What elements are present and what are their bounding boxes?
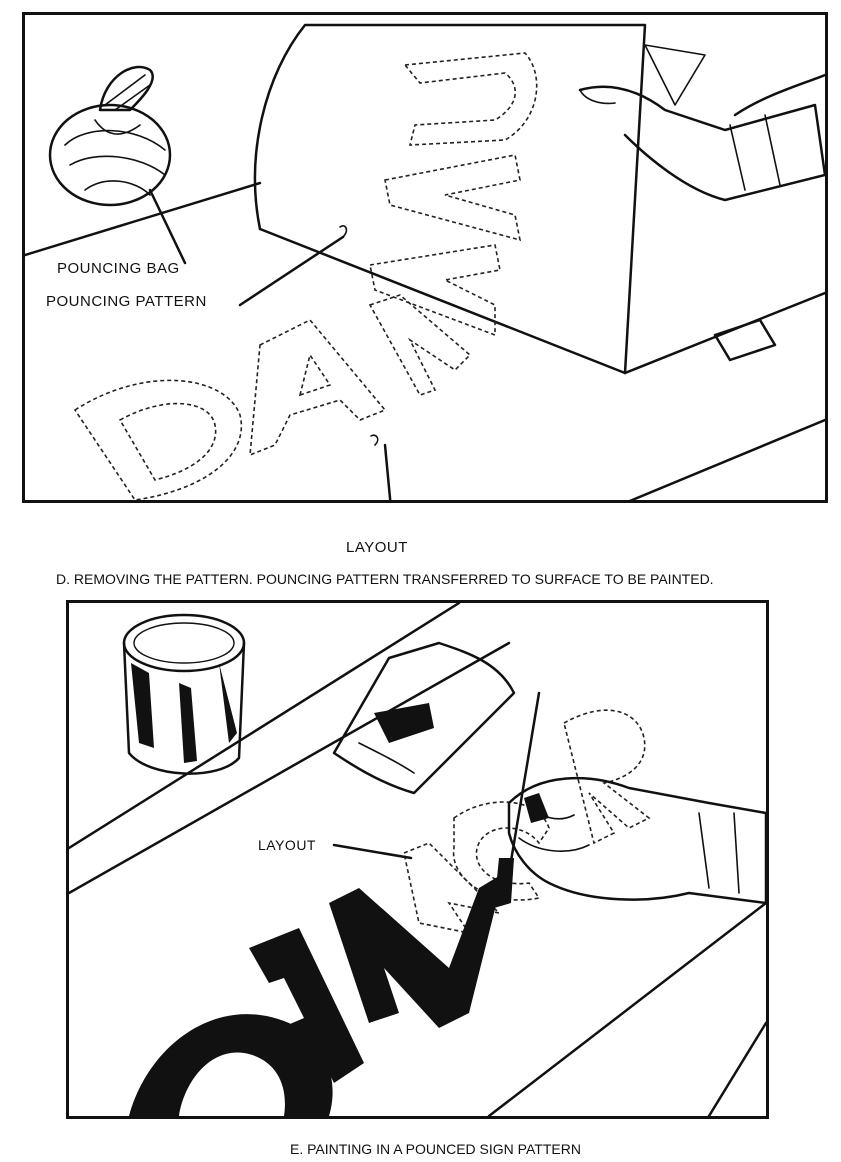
brush-and-hand-illustration <box>477 691 766 908</box>
panel-e-illustration <box>66 600 769 1119</box>
table-right-edge <box>623 291 825 375</box>
layout-hook-mark <box>370 434 379 446</box>
pouncing-pattern-pointer <box>238 235 345 307</box>
table-front-edge-e <box>487 901 766 1116</box>
pouncing-bag-pointer <box>148 188 187 265</box>
table-top-edge-e <box>69 641 511 895</box>
rag-illustration <box>332 641 516 795</box>
pouncing-pattern-label: POUNCING PATTERN <box>46 293 207 310</box>
layout-pointer <box>383 443 392 500</box>
caption-e: E. PAINTING IN A POUNCED SIGN PATTERN <box>290 1141 581 1157</box>
table-lower-edge <box>628 418 825 500</box>
pattern-dashed-letters <box>369 52 538 337</box>
panel-e-drawing <box>69 603 766 1116</box>
panel-d-drawing <box>25 23 825 500</box>
layout-dashed-letters <box>73 294 472 500</box>
caption-d: D. REMOVING THE PATTERN. POUNCING PATTER… <box>56 571 714 587</box>
layout-pointer-e <box>332 843 413 860</box>
painted-letters <box>129 873 504 1116</box>
table-front-edge <box>258 227 627 375</box>
layout-label-e: LAYOUT <box>258 837 316 853</box>
table-back-edge <box>25 181 262 257</box>
table-leg-edge-e <box>707 1021 766 1116</box>
panel-d-illustration <box>22 12 828 503</box>
pouncing-bag-illustration <box>48 65 172 207</box>
pattern-paper-sheet <box>253 23 647 375</box>
table-back-edge-e <box>69 603 461 850</box>
pouncing-bag-label: POUNCING BAG <box>57 260 180 277</box>
pattern-hook-mark <box>339 225 348 238</box>
layout-label-d: LAYOUT <box>346 539 408 556</box>
paint-can-illustration <box>122 613 246 775</box>
paper-corner-fold <box>644 44 706 106</box>
masking-tape <box>713 318 777 362</box>
hand-illustration <box>578 73 825 202</box>
